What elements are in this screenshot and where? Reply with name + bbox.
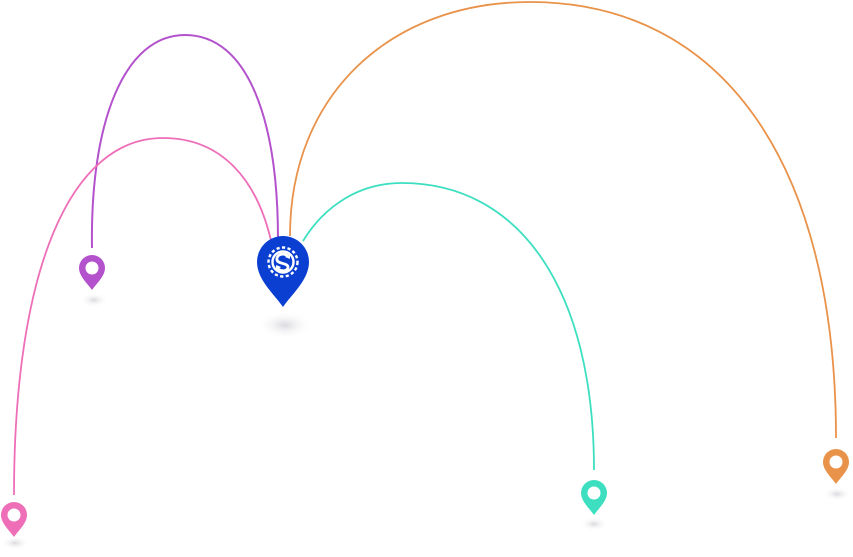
- pin-shadow: [80, 293, 108, 307]
- map-pin-icon[interactable]: [823, 449, 849, 484]
- pin-shadow: [257, 311, 313, 339]
- map-pin-icon[interactable]: [79, 255, 105, 290]
- pin-shadow: [1, 536, 29, 550]
- pin-shadow: [823, 487, 851, 501]
- pin-shadow: [580, 517, 608, 531]
- map-pin-icon[interactable]: [581, 480, 607, 515]
- route-arc-pink: [13, 137, 273, 496]
- route-arc-teal: [302, 182, 595, 471]
- route-arc-orange: [289, 1, 837, 439]
- gear-logo-icon: [267, 246, 299, 278]
- map-pin-icon[interactable]: [1, 502, 27, 537]
- hub-pin[interactable]: [257, 236, 309, 307]
- route-arc-purple: [90, 33, 279, 249]
